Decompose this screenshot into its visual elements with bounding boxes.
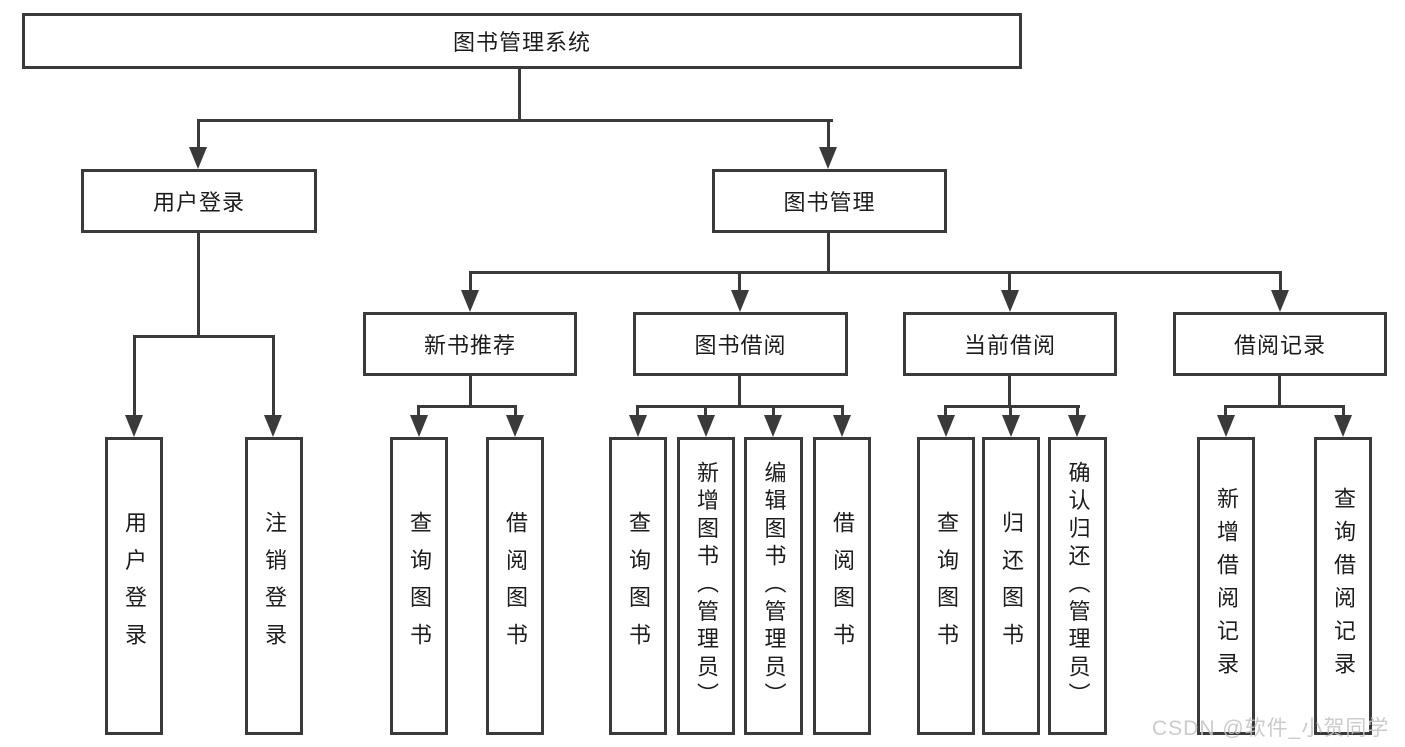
arrowhead-user-login [189,147,207,169]
edge-book-management-stem [827,233,830,273]
arrowhead-leaf-add-book [697,415,715,437]
node-new-book-recommendation: 新书推荐 [363,312,577,376]
leaf-return-book: 归还图书 [982,437,1040,735]
edge-root-stem [518,69,521,121]
leaf-borrow-books-borrowing: 借阅图书 [813,437,871,735]
leaf-query-books-recommend-label: 查询图书 [407,511,432,661]
leaf-query-books-borrowing-label: 查询图书 [626,511,651,661]
edge-to-borrowing-records-stem [1279,271,1282,290]
leaf-query-borrow-record: 查询借阅记录 [1314,437,1372,735]
edge-user-login-hline [133,335,275,338]
arrowhead-leaf-add-record [1217,415,1235,437]
leaf-user-login: 用户登录 [105,437,163,735]
node-user-login-label: 用户登录 [152,190,245,215]
arrowhead-new-book-recommendation [461,290,479,312]
edge-new-book-stem [469,376,472,407]
edge-to-leaf-add-book-stem [704,405,707,415]
csdn-watermark: CSDN @软件_小贺同学 [1152,717,1390,740]
edge-to-leaf-logout-stem [272,335,275,415]
arrowhead-book-borrowing [731,290,749,312]
leaf-logout: 注销登录 [245,437,303,735]
arrowhead-leaf-user-login [125,415,143,437]
leaf-add-book-admin-label: 新增图书（管理员） [694,461,719,711]
edge-to-book-management-stem [827,119,830,147]
leaf-query-borrow-record-label: 查询借阅记录 [1331,487,1356,685]
node-library-management-system-label: 图书管理系统 [452,30,591,55]
arrowhead-leaf-query-record [1334,415,1352,437]
arrowhead-borrowing-records [1271,290,1289,312]
node-library-management-system: 图书管理系统 [22,13,1022,69]
leaf-add-book-admin: 新增图书（管理员） [677,437,735,735]
node-current-borrowing: 当前借阅 [903,312,1117,376]
edge-current-borrowing-hline [944,405,1080,408]
edge-current-borrowing-stem [1008,376,1011,407]
arrowhead-leaf-return-book [1002,415,1020,437]
edge-to-leaf-add-record-stem [1224,405,1227,415]
edge-to-leaf-user-login-stem [133,335,136,415]
edge-to-current-borrowing-stem [1008,271,1011,290]
edge-to-leaf-borrow-recommend-stem [514,405,517,415]
leaf-query-books-recommend: 查询图书 [390,437,448,735]
edge-borrowing-records-hline [1224,405,1345,408]
edge-to-user-login-stem [197,119,200,147]
leaf-borrow-books-recommend: 借阅图书 [486,437,544,735]
edge-to-book-borrowing-stem [738,271,741,290]
arrowhead-book-management [819,147,837,169]
leaf-user-login-label: 用户登录 [122,511,147,661]
node-book-management-label: 图书管理 [783,190,876,215]
node-borrowing-records: 借阅记录 [1173,312,1387,376]
leaf-add-borrow-record-label: 新增借阅记录 [1214,487,1239,685]
edge-root-hline [197,119,833,122]
leaf-query-books-current-label: 查询图书 [934,511,959,661]
edge-to-leaf-edit-book-stem [772,405,775,415]
leaf-query-books-current: 查询图书 [917,437,975,735]
arrowhead-leaf-query-current [937,415,955,437]
arrowhead-leaf-borrow-recommend [506,415,524,437]
edge-borrowing-records-stem [1278,376,1281,407]
leaf-confirm-return-admin-label: 确认归还（管理员） [1065,461,1091,711]
edge-user-login-stem [197,233,200,337]
node-book-management: 图书管理 [712,169,947,233]
edge-new-book-hline [417,405,517,408]
edge-book-management-hline [469,271,1282,274]
edge-to-leaf-query-recommend-stem [417,405,420,415]
arrowhead-current-borrowing [1001,290,1019,312]
edge-to-leaf-query-record-stem [1342,405,1345,415]
arrowhead-leaf-borrow-borrowing [833,415,851,437]
arrowhead-leaf-edit-book [764,415,782,437]
arrowhead-leaf-query-recommend [410,415,428,437]
arrowhead-leaf-confirm-return [1068,415,1086,437]
leaf-edit-book-admin-label: 编辑图书（管理员） [761,461,787,711]
leaf-add-borrow-record: 新增借阅记录 [1197,437,1255,735]
node-new-book-recommendation-label: 新书推荐 [423,333,516,358]
leaf-query-books-borrowing: 查询图书 [609,437,667,735]
edge-book-borrowing-hline [636,405,844,408]
edge-to-leaf-query-current-stem [944,405,947,415]
edge-to-leaf-borrow-borrowing-stem [841,405,844,415]
node-borrowing-records-label: 借阅记录 [1233,333,1326,358]
leaf-edit-book-admin: 编辑图书（管理员） [744,437,803,735]
leaf-confirm-return-admin: 确认归还（管理员） [1048,437,1107,735]
edge-book-borrowing-stem [738,376,741,407]
arrowhead-leaf-logout [264,415,282,437]
leaf-borrow-books-borrowing-label: 借阅图书 [830,511,855,661]
node-book-borrowing-label: 图书借阅 [694,333,787,358]
node-book-borrowing: 图书借阅 [633,312,848,376]
edge-to-new-book-stem [469,271,472,290]
edge-to-leaf-return-book-stem [1009,405,1012,415]
leaf-borrow-books-recommend-label: 借阅图书 [503,511,528,661]
arrowhead-leaf-query-borrowing [629,415,647,437]
edge-to-leaf-confirm-return-stem [1076,405,1079,415]
edge-to-leaf-query-borrowing-stem [636,405,639,415]
node-current-borrowing-label: 当前借阅 [963,333,1056,358]
leaf-logout-label: 注销登录 [262,511,287,661]
node-user-login: 用户登录 [81,169,317,233]
leaf-return-book-label: 归还图书 [999,511,1024,661]
